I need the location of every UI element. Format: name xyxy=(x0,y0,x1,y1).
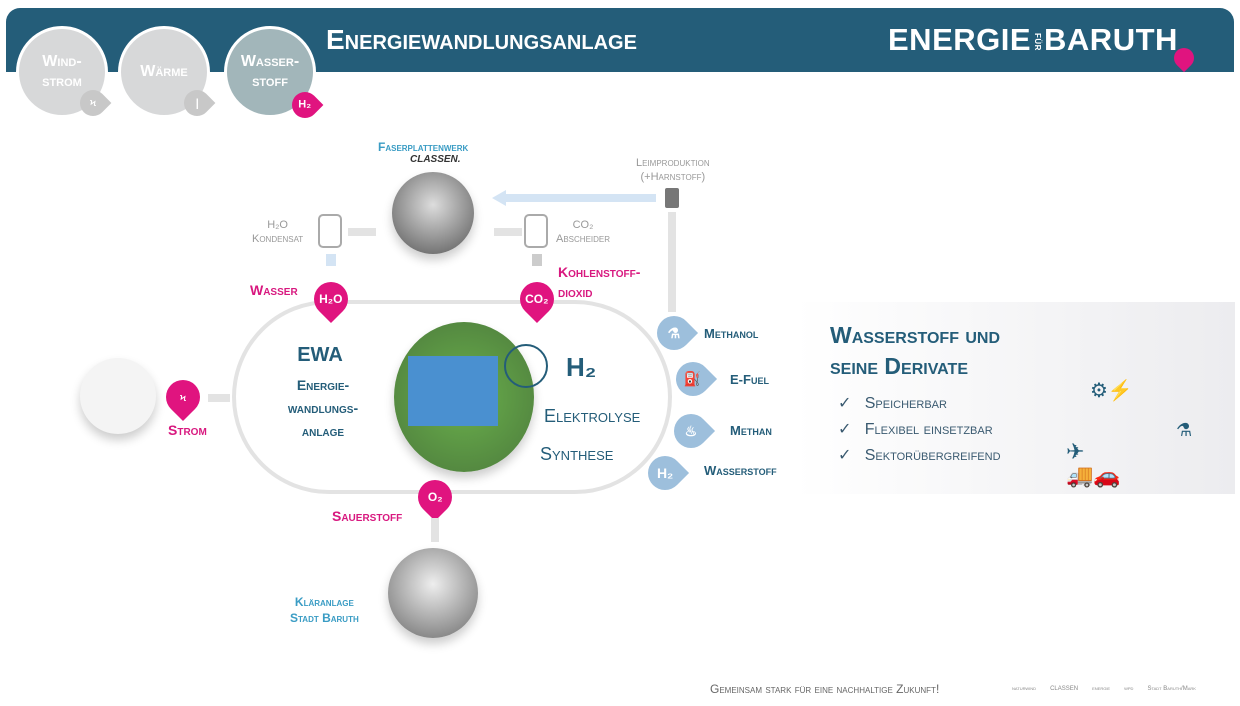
beaker-icon xyxy=(665,188,679,208)
flame-icon: ♨ xyxy=(666,406,716,456)
synthese-label: Synthese xyxy=(540,444,614,464)
strom-label: Strom xyxy=(168,422,207,438)
infrastructure-icon: ⚙⚡ xyxy=(1090,380,1133,402)
factory-image xyxy=(392,172,474,254)
partner-logos: naturwind CLASSEN energie wpd Stadt Baru… xyxy=(1012,686,1196,692)
arrow-down xyxy=(326,254,336,266)
panel-list: ✓ Speicherbar ✓ Flexibel einsetzbar ✓ Se… xyxy=(838,393,1001,471)
connector-line xyxy=(494,228,522,236)
connector-line xyxy=(668,212,676,312)
header-bar xyxy=(6,8,1234,72)
output-efuel: E-Fuel xyxy=(730,372,769,387)
arrow-down xyxy=(532,254,542,266)
ewa-abbr: EWA xyxy=(297,344,343,366)
connector-line xyxy=(431,518,439,542)
logo-energie: energie xyxy=(1092,686,1111,692)
cat-label: Wärme xyxy=(140,63,188,80)
output-wasserstoff: Wasserstoff xyxy=(704,463,777,478)
plant-building xyxy=(408,356,498,426)
cat-label: Wasser- xyxy=(240,53,300,70)
cat-label: stoff xyxy=(252,73,288,90)
process-loop xyxy=(232,300,672,494)
arrow-leim-factory xyxy=(506,194,656,202)
list-item: ✓ Flexibel einsetzbar xyxy=(838,421,993,438)
footer-slogan: Gemeinsam stark für eine nachhaltige Zuk… xyxy=(710,682,940,696)
fuel-pump-icon: ⛽ xyxy=(668,354,718,404)
connector-line xyxy=(208,394,230,402)
logo-classen: CLASSEN xyxy=(1050,686,1079,692)
list-item: ✓ Speicherbar xyxy=(838,395,947,412)
h2-ring-icon xyxy=(504,344,548,388)
arrow-head xyxy=(492,190,506,206)
elektrolyse-label: Elektrolyse xyxy=(544,406,641,426)
page-title: Energiewandlungsanlage xyxy=(326,24,637,55)
classen-logo: CLASSEN. xyxy=(410,154,461,165)
brand-mid: FÜR xyxy=(1033,32,1043,51)
transport-icon: ✈🚚🚗 xyxy=(1066,439,1121,488)
cat-label: strom xyxy=(42,73,82,90)
sauerstoff-label: Sauerstoff xyxy=(332,508,403,524)
wasser-label: Wasser xyxy=(250,282,298,298)
klaeranlage-image xyxy=(388,548,478,638)
h2-label: H₂ xyxy=(566,352,597,382)
logo-baruth: Stadt Baruth/Mark xyxy=(1147,686,1196,692)
ewa-label: Energie-wandlungs-anlage xyxy=(287,377,359,439)
factory-title: Faserplattenwerk xyxy=(378,140,469,154)
tank-icon xyxy=(318,214,342,248)
brand-right: BARUTH xyxy=(1044,22,1178,57)
windpark-image xyxy=(80,358,156,434)
output-methan: Methan xyxy=(730,423,772,438)
output-methanol: Methanol xyxy=(704,326,759,341)
co2-label: Kohlenstoff-dioxid xyxy=(558,264,641,300)
logo-wpd: wpd xyxy=(1124,686,1134,692)
leim-label: Leimproduktion(+Harnstoff) xyxy=(636,157,710,183)
list-item: ✓ Sektorübergreifend xyxy=(838,447,1001,464)
strom-pin-icon: ϟ xyxy=(158,372,208,422)
brand-left: ENERGIE xyxy=(888,22,1032,57)
derivatives-panel xyxy=(795,302,1235,494)
logo-naturwind: naturwind xyxy=(1012,686,1037,692)
cat-label: Wind- xyxy=(42,53,82,70)
chemistry-icon: ⚗ xyxy=(1176,420,1193,440)
tank-icon xyxy=(524,214,548,248)
connector-line xyxy=(348,228,376,236)
